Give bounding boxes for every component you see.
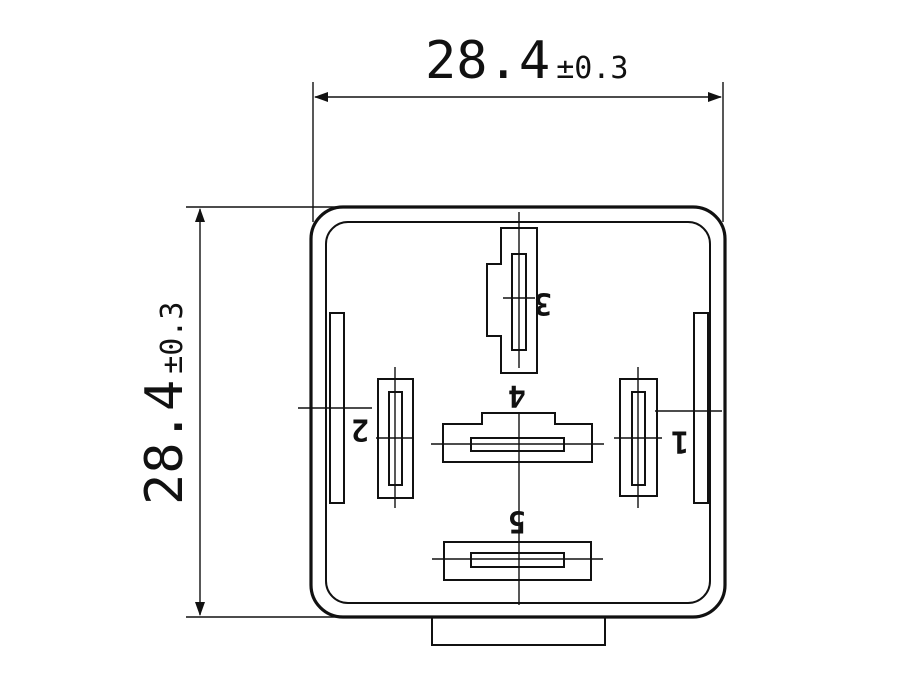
bottom-tab <box>431 617 606 646</box>
pin-2: 2 <box>298 367 414 508</box>
housing-inner-outline <box>325 221 711 604</box>
relay-housing <box>309 205 727 646</box>
right-side-rib <box>693 312 709 504</box>
pin-3: 3 <box>486 212 552 374</box>
height-dimension-label: 28.4±0.3 <box>135 302 195 505</box>
pin-5-housing <box>443 541 592 581</box>
pin-5-terminal <box>470 552 565 568</box>
pin-4: 4 <box>431 378 604 605</box>
pin-2-label: 2 <box>351 412 369 447</box>
pin-1: 1 <box>614 367 722 508</box>
width-dimension-label: 28.4±0.3 <box>425 31 628 91</box>
pin-3-housing <box>486 227 538 374</box>
height-dimension: 28.4±0.3 <box>135 206 360 618</box>
housing-outer-outline <box>309 205 727 619</box>
pin-4-housing <box>442 412 593 463</box>
pin-4-label: 4 <box>508 378 526 413</box>
pin-5-label: 5 <box>508 504 526 539</box>
width-dimension: 28.4±0.3 <box>312 31 724 222</box>
pin-1-label: 1 <box>671 424 689 459</box>
pin-5: 5 <box>432 504 603 581</box>
pin-3-label: 3 <box>534 286 552 321</box>
